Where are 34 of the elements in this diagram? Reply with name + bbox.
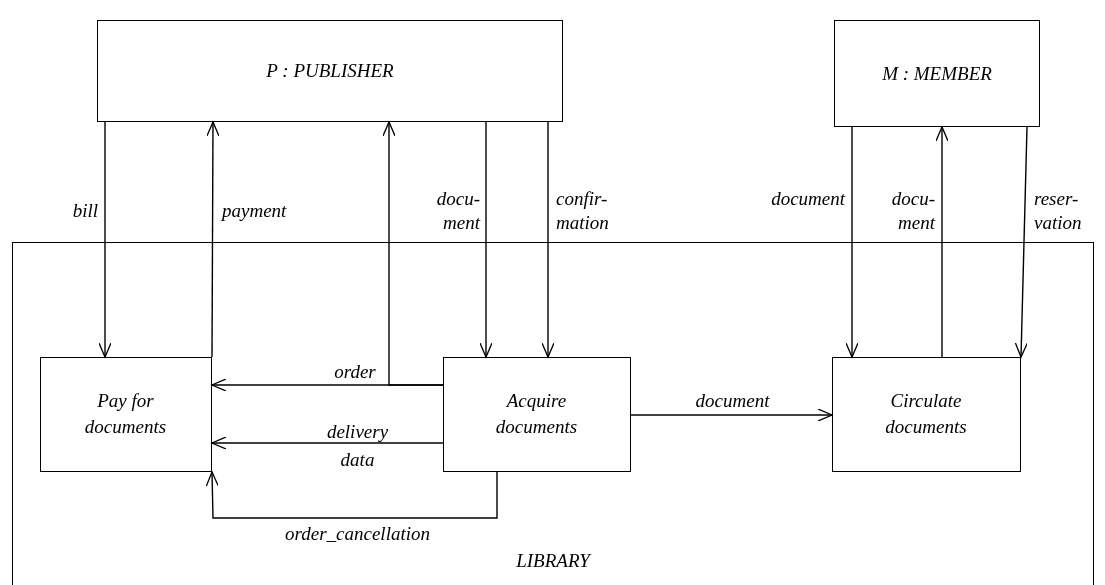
- arrow: [205, 471, 498, 519]
- arrow: [541, 121, 555, 358]
- edge-label: payment: [222, 199, 288, 223]
- node-label: Acquire documents: [494, 389, 579, 439]
- arrow: [211, 436, 444, 450]
- arrow: [845, 126, 859, 358]
- edge-label: order_cancellation: [284, 522, 431, 546]
- arrow: [382, 121, 444, 386]
- process-box: [97, 20, 563, 122]
- edge-label: docu- ment: [435, 187, 480, 235]
- edge-label: reser- vation: [1034, 187, 1083, 235]
- edge-label: confir- mation: [556, 187, 610, 235]
- node-label: P : PUBLISHER: [265, 59, 395, 83]
- node-label: LIBRARY: [515, 549, 593, 573]
- node-label: M : MEMBER: [881, 61, 993, 86]
- edge-label: delivery data: [325, 420, 390, 472]
- node-label: Pay for documents: [83, 389, 168, 439]
- process-box: [834, 20, 1040, 127]
- arrow: [206, 121, 220, 358]
- process-box: [442, 356, 631, 472]
- edge-label: docu- ment: [890, 187, 935, 235]
- arrow: [630, 408, 833, 422]
- process-box: [831, 356, 1021, 472]
- node-label: Circulate documents: [884, 389, 968, 439]
- system-boundary: [12, 242, 1094, 585]
- arrow: [935, 126, 949, 358]
- edge-label: document: [770, 187, 845, 211]
- arrow: [98, 121, 112, 358]
- edge-label: bill: [71, 199, 98, 223]
- process-box: [39, 356, 212, 472]
- edge-label: document: [694, 389, 771, 413]
- edge-label: order: [333, 360, 377, 384]
- arrow: [479, 121, 493, 358]
- arrow: [1014, 126, 1028, 358]
